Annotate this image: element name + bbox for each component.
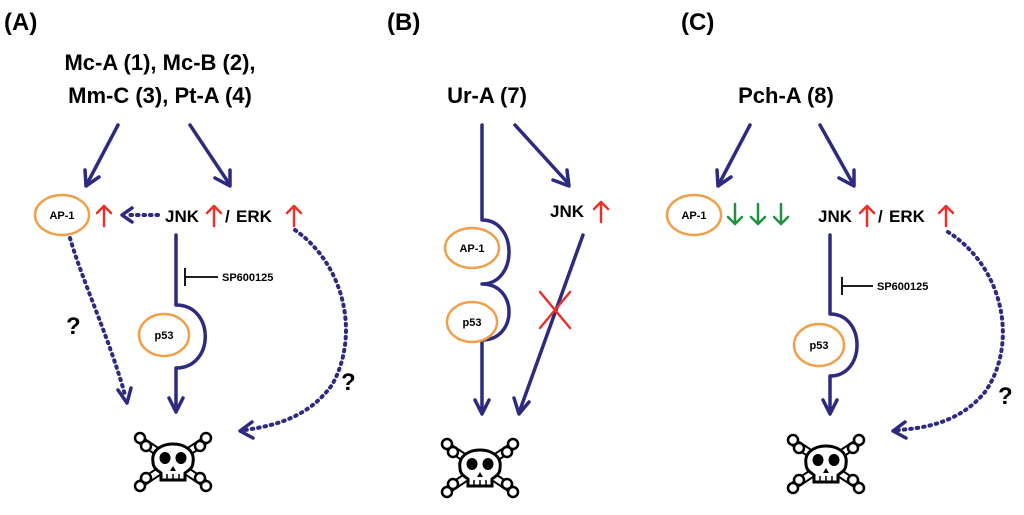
- panel-a-question-mark-1: ?: [66, 313, 81, 340]
- panel-c-separator: /: [878, 207, 883, 226]
- panel-c-arrow-to-ap1: [715, 123, 752, 188]
- panel-b-ap1-label: AP-1: [459, 243, 484, 255]
- panel-b-arrow-to-jnk: [513, 123, 571, 188]
- panel-c-ap1-down-arrow-icon-3: [772, 202, 790, 226]
- panel-b-p53-label: p53: [463, 317, 482, 329]
- panel-c-arrow-to-jnk: [818, 123, 856, 188]
- panel-a-dotted-arrow-jnk-to-ap1: [120, 206, 160, 224]
- panel-b-skull-and-crossbones-icon: [442, 439, 518, 497]
- panel-c-jnk-label: JNK: [818, 207, 853, 226]
- panel-c-erk-label: ERK: [889, 207, 926, 226]
- panel-a-label: (A): [4, 9, 37, 36]
- panel-b-label: (B): [387, 9, 420, 36]
- panel-a-erk-up-arrow-icon: [285, 204, 303, 228]
- panel-c-ap1-down-arrow-icon-1: [726, 202, 744, 226]
- panel-c-inhibitor: SP600125: [841, 277, 928, 295]
- panel-c-erk-up-arrow-icon: [937, 204, 955, 228]
- panel-b-red-cross-icon: [538, 290, 572, 330]
- panel-b-jnk-up-arrow-icon: [592, 200, 610, 224]
- panel-c-skull-and-crossbones-icon: [788, 435, 864, 493]
- panel-c-p53-node: [792, 322, 846, 368]
- panel-b-ap1-p53-line: [480, 123, 511, 414]
- panel-a-arrow-to-ap1: [83, 123, 120, 188]
- panel-a-ap1-up-arrow-icon: [95, 204, 113, 228]
- panel-a-question-mark-2: ?: [341, 369, 356, 396]
- panel-b-jnk-to-death-line: [518, 233, 585, 412]
- panel-a-p53-node: [137, 312, 191, 358]
- panel-a-p53-label: p53: [155, 330, 174, 342]
- panel-b: (B) Ur-A (7) JNK AP-1 p53: [387, 9, 610, 497]
- panel-c-inhibitor-label: SP600125: [877, 281, 928, 293]
- panel-a-jnk-to-death-line: [174, 233, 207, 412]
- panel-a-jnk-up-arrow-icon: [205, 204, 223, 228]
- panel-a-jnk-label: JNK: [165, 207, 200, 226]
- panel-a-dotted-arrow-erk-to-death: [238, 228, 348, 440]
- panel-a-inhibitor-label: SP600125: [222, 272, 273, 284]
- panel-a-ap1-label: AP-1: [49, 210, 74, 222]
- panel-b-compound: Ur-A (7): [447, 83, 527, 108]
- panel-c-ap1-down-arrow-icon-2: [749, 202, 767, 226]
- panel-c: (C) Pch-A (8) AP-1 JNK / ERK: [665, 9, 1013, 493]
- panel-a-compounds-line2: Mm-C (3), Pt-A (4): [68, 83, 252, 108]
- panel-a-arrow-to-jnk: [188, 123, 232, 188]
- panel-a-inhibitor: SP600125: [184, 268, 273, 286]
- panel-c-ap1-node: [665, 193, 723, 237]
- panel-c-ap1-label: AP-1: [681, 210, 706, 222]
- panel-c-compound: Pch-A (8): [738, 83, 834, 108]
- panel-b-p53-node: [445, 300, 499, 344]
- panel-a-compounds-line1: Mc-A (1), Mc-B (2),: [64, 50, 255, 75]
- panel-b-jnk-label: JNK: [550, 202, 585, 221]
- panel-c-p53-label: p53: [810, 340, 829, 352]
- panel-b-ap1-node: [443, 226, 501, 270]
- panel-c-jnk-to-death-line: [828, 233, 859, 414]
- panel-a-dotted-arrow-ap1-to-death: [68, 236, 133, 405]
- panel-c-jnk-up-arrow-icon: [858, 204, 876, 228]
- panel-c-dotted-arrow-erk-to-death: [891, 230, 1005, 440]
- panel-a-skull-and-crossbones-icon: [135, 433, 211, 491]
- panel-c-label: (C): [681, 9, 714, 36]
- panel-a: (A) Mc-A (1), Mc-B (2), Mm-C (3), Pt-A (…: [4, 9, 356, 491]
- panel-a-separator: /: [225, 207, 230, 226]
- panel-a-ap1-node: [33, 193, 91, 237]
- panel-a-erk-label: ERK: [236, 207, 273, 226]
- panel-c-question-mark: ?: [998, 383, 1013, 410]
